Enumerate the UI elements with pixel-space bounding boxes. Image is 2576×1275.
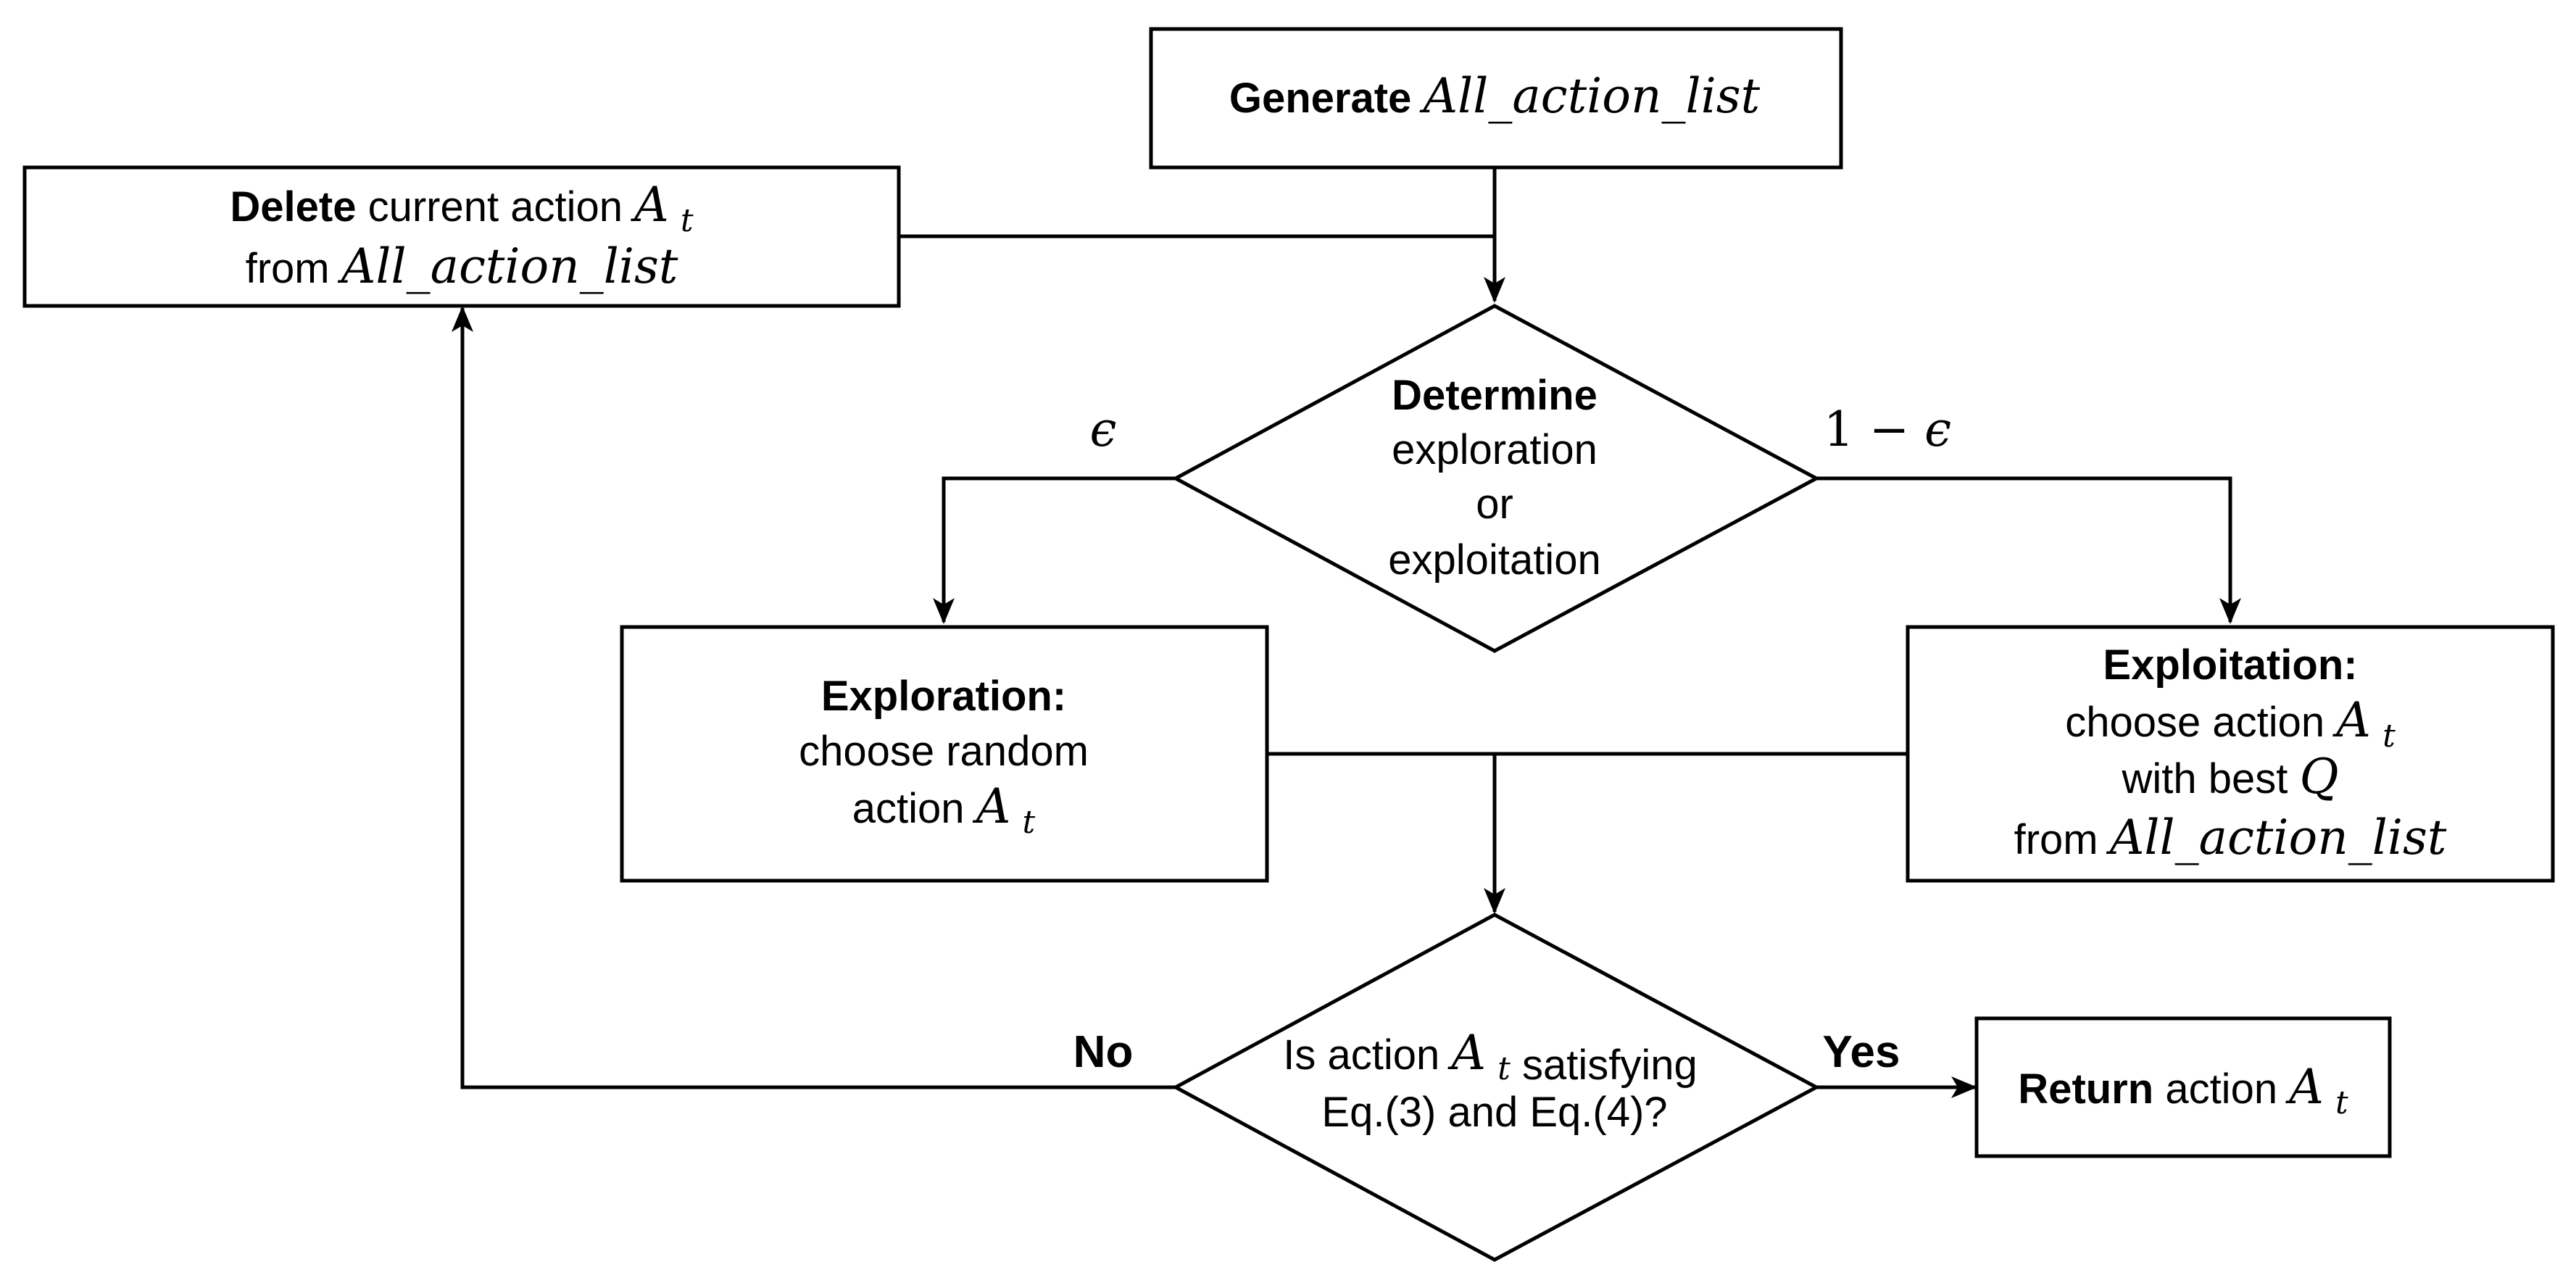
- determine-line3: or: [1476, 481, 1513, 528]
- edge-determine-to-exploration: [933, 476, 1176, 624]
- svg-text:Return action: Return action A t: [2018, 1059, 2348, 1121]
- node-exploration: Exploration: choose random action A t: [620, 625, 1269, 883]
- exploitation-line2-sub: t: [2382, 718, 2396, 755]
- delete-line2-text: from: [246, 245, 330, 292]
- check-line1-text-a: Is action: [1283, 1031, 1439, 1079]
- exploration-line3-sub: t: [1023, 804, 1036, 841]
- svg-text:Delete current a: Delete current action A t: [230, 177, 694, 239]
- exploitation-line2-math: A: [2332, 692, 2371, 748]
- svg-text:Is action A: Is action A t satisfying: [1283, 1025, 1698, 1089]
- edge-label-one-minus: 1 −: [1824, 402, 1924, 457]
- check-line1-sub: t: [1497, 1050, 1511, 1087]
- delete-label: Delete: [230, 183, 356, 231]
- check-line2: Eq.(3) and Eq.(4)?: [1321, 1089, 1667, 1136]
- svg-text:1 − ϵ: 1 − ϵ: [1824, 402, 1951, 457]
- check-line1-math: A: [1447, 1025, 1486, 1081]
- node-generate: Generate All_action_list: [1149, 27, 1843, 170]
- determine-line2: exploration: [1392, 426, 1597, 473]
- delete-text: current action: [368, 183, 623, 231]
- exploitation-line3-math: Q: [2299, 749, 2338, 805]
- delete-math: A: [630, 177, 669, 233]
- svg-text:from All_action_: from All_action_list: [246, 238, 678, 294]
- exploration-line3-math: A: [972, 778, 1011, 834]
- return-text: action: [2165, 1066, 2277, 1113]
- delete-line2-math: All_action_list: [337, 238, 678, 294]
- edge-label-yes: Yes: [1823, 1027, 1900, 1077]
- node-return: Return action A t: [1974, 1016, 2392, 1158]
- svg-text:from All_action_: from All_action_list: [2014, 810, 2447, 865]
- edge-label-no: No: [1073, 1027, 1134, 1077]
- exploration-line3-text: action: [852, 785, 965, 832]
- determine-label: Determine: [1392, 372, 1597, 419]
- node-check: Is action A t satisfying Eq.(3) and Eq.(…: [1171, 913, 1821, 1262]
- exploitation-line2-text: choose action: [2065, 699, 2324, 746]
- determine-line4: exploitation: [1388, 536, 1600, 583]
- edge-determine-to-exploitation: [1816, 476, 2241, 624]
- svg-text:with best Q: with best Q: [2121, 749, 2338, 805]
- exploitation-line3-text: with best: [2121, 755, 2288, 802]
- svg-text:choose action A: choose action A t: [2065, 692, 2396, 755]
- exploration-line2: choose random: [799, 728, 1089, 775]
- exploitation-label: Exploitation:: [2103, 641, 2357, 689]
- generate-math: All_action_list: [1418, 68, 1760, 124]
- exploration-label: Exploration:: [821, 673, 1066, 720]
- node-determine: Determine exploration or exploitation: [1171, 304, 1821, 653]
- edge-label-epsilon: ϵ: [1090, 402, 1117, 457]
- svg-text:Generate All_act: Generate All_action_list: [1229, 68, 1761, 124]
- exploitation-line4-math: All_action_list: [2106, 810, 2447, 865]
- check-line1-text-b: satisfying: [1522, 1042, 1698, 1089]
- return-math-sub: t: [2335, 1084, 2348, 1121]
- delete-math-sub: t: [681, 202, 694, 239]
- generate-label: Generate: [1229, 75, 1411, 122]
- edge-check-no-to-delete: [452, 306, 1176, 1089]
- node-delete: Delete current action A t from All_actio…: [22, 165, 901, 308]
- return-label: Return: [2018, 1066, 2153, 1113]
- edge-label-one-minus-epsilon: ϵ: [1924, 402, 1951, 457]
- return-math: A: [2285, 1059, 2324, 1115]
- svg-text:action A t: action A t: [852, 778, 1036, 841]
- exploitation-line4-text: from: [2014, 816, 2098, 863]
- node-exploitation: Exploitation: choose action A t with bes…: [1906, 625, 2555, 883]
